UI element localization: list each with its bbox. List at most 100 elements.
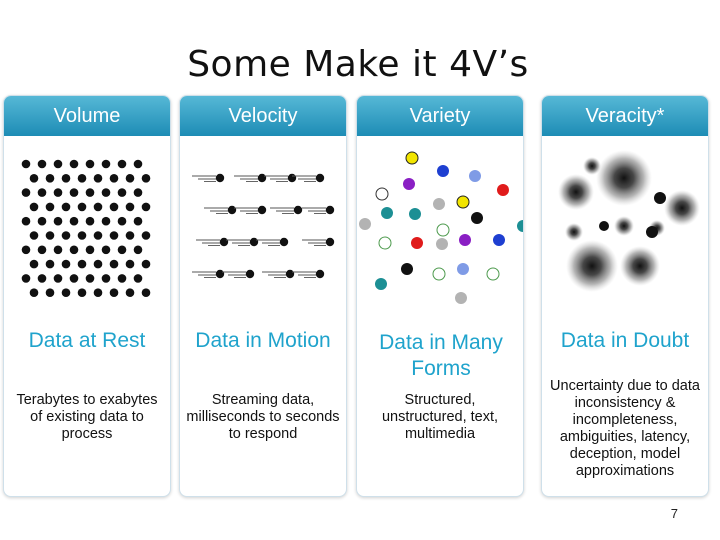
veracity-dot bbox=[620, 246, 660, 286]
velocity-moving-dot bbox=[264, 173, 297, 183]
variety-dot bbox=[486, 267, 500, 281]
volume-dot bbox=[53, 216, 63, 226]
volume-dot bbox=[69, 159, 79, 169]
volume-dot bbox=[61, 231, 71, 240]
volume-dot bbox=[21, 216, 31, 226]
volume-dot bbox=[29, 231, 39, 240]
volume-dot bbox=[101, 216, 111, 226]
veracity-dot bbox=[614, 216, 634, 236]
volume-dot bbox=[29, 174, 39, 183]
volume-dot bbox=[37, 245, 47, 255]
card-velocity: Velocity Data in Motion Streaming data, … bbox=[179, 95, 347, 497]
card-veracity: Veracity* Data in Doubt Uncertainty due … bbox=[541, 95, 709, 497]
volume-dot bbox=[69, 188, 79, 197]
variety-dot bbox=[455, 292, 467, 304]
velocity-moving-dot bbox=[270, 205, 303, 215]
volume-dot bbox=[61, 288, 71, 297]
variety-dot bbox=[471, 212, 483, 224]
volume-dot bbox=[125, 202, 135, 212]
veracity-dot bbox=[596, 150, 652, 206]
card-subtitle-veracity: Data in Doubt bbox=[560, 329, 690, 352]
variety-dot bbox=[433, 198, 445, 210]
slide-title: Some Make it 4V’s bbox=[187, 44, 529, 85]
volume-dot bbox=[61, 174, 71, 183]
volume-dot bbox=[125, 174, 135, 183]
volume-dot bbox=[45, 202, 55, 212]
variety-dot bbox=[381, 207, 393, 219]
volume-dot bbox=[101, 159, 111, 169]
velocity-moving-dot bbox=[226, 237, 259, 247]
variety-dot bbox=[517, 220, 523, 232]
volume-dot bbox=[141, 174, 151, 183]
variety-colored-dots bbox=[359, 151, 523, 304]
variety-dot bbox=[493, 234, 505, 246]
card-description-volume: Terabytes to exabytes of existing data t… bbox=[16, 392, 158, 442]
card-header-veracity: Veracity* bbox=[542, 96, 708, 136]
velocity-moving-dot bbox=[302, 237, 335, 247]
volume-dot bbox=[133, 245, 143, 255]
volume-dot bbox=[125, 288, 135, 297]
volume-dot bbox=[37, 159, 47, 169]
volume-dot bbox=[21, 274, 31, 283]
volume-dot bbox=[53, 274, 63, 283]
velocity-moving-dot bbox=[222, 269, 255, 279]
velocity-moving-dots bbox=[192, 173, 335, 279]
card-description-velocity: Streaming data, milliseconds to seconds … bbox=[186, 392, 340, 442]
volume-dot bbox=[101, 188, 111, 197]
volume-dot bbox=[77, 174, 87, 183]
volume-dot bbox=[85, 159, 95, 169]
velocity-moving-dot bbox=[292, 269, 325, 279]
volume-dot bbox=[69, 274, 79, 283]
volume-dot bbox=[133, 159, 143, 169]
page-number: 7 bbox=[670, 506, 678, 521]
volume-dot bbox=[53, 188, 63, 197]
veracity-dot bbox=[664, 190, 700, 226]
volume-dot bbox=[77, 288, 87, 297]
volume-dot bbox=[45, 259, 55, 269]
volume-dot bbox=[101, 274, 111, 283]
volume-dot-grid bbox=[21, 159, 151, 297]
volume-dot bbox=[117, 188, 127, 197]
variety-dot bbox=[359, 218, 371, 230]
volume-dot bbox=[109, 288, 119, 297]
volume-dot bbox=[85, 245, 95, 255]
variety-dot bbox=[375, 187, 389, 201]
veracity-dot bbox=[646, 226, 658, 238]
variety-dot bbox=[409, 208, 421, 220]
volume-dot bbox=[141, 259, 151, 269]
volume-dot bbox=[141, 231, 151, 240]
velocity-moving-dot bbox=[292, 173, 325, 183]
volume-dot bbox=[141, 202, 151, 212]
variety-dot bbox=[437, 165, 449, 177]
volume-dot bbox=[117, 159, 127, 169]
velocity-moving-dot bbox=[234, 205, 267, 215]
volume-dot bbox=[93, 288, 103, 297]
volume-dot bbox=[125, 259, 135, 269]
variety-dot bbox=[378, 236, 392, 250]
veracity-blurred-dots bbox=[558, 150, 700, 292]
volume-dot bbox=[29, 259, 39, 269]
volume-dot bbox=[93, 231, 103, 240]
volume-dot bbox=[45, 174, 55, 183]
variety-dot bbox=[401, 263, 413, 275]
volume-dot bbox=[45, 288, 55, 297]
volume-dot bbox=[29, 288, 39, 297]
velocity-moving-dot bbox=[302, 205, 335, 215]
volume-dot bbox=[101, 245, 111, 255]
volume-dot bbox=[61, 259, 71, 269]
volume-dot bbox=[85, 216, 95, 226]
volume-dot bbox=[117, 274, 127, 283]
volume-dot bbox=[93, 202, 103, 212]
volume-dot bbox=[69, 216, 79, 226]
variety-dot bbox=[403, 178, 415, 190]
veracity-dot bbox=[558, 174, 594, 210]
volume-dot bbox=[37, 274, 47, 283]
volume-dot bbox=[69, 245, 79, 255]
variety-dot bbox=[456, 195, 470, 209]
volume-dot bbox=[29, 202, 39, 212]
velocity-moving-dot bbox=[234, 173, 267, 183]
volume-dot bbox=[117, 245, 127, 255]
volume-dot bbox=[133, 188, 143, 197]
volume-dot bbox=[109, 231, 119, 240]
volume-dot bbox=[109, 174, 119, 183]
